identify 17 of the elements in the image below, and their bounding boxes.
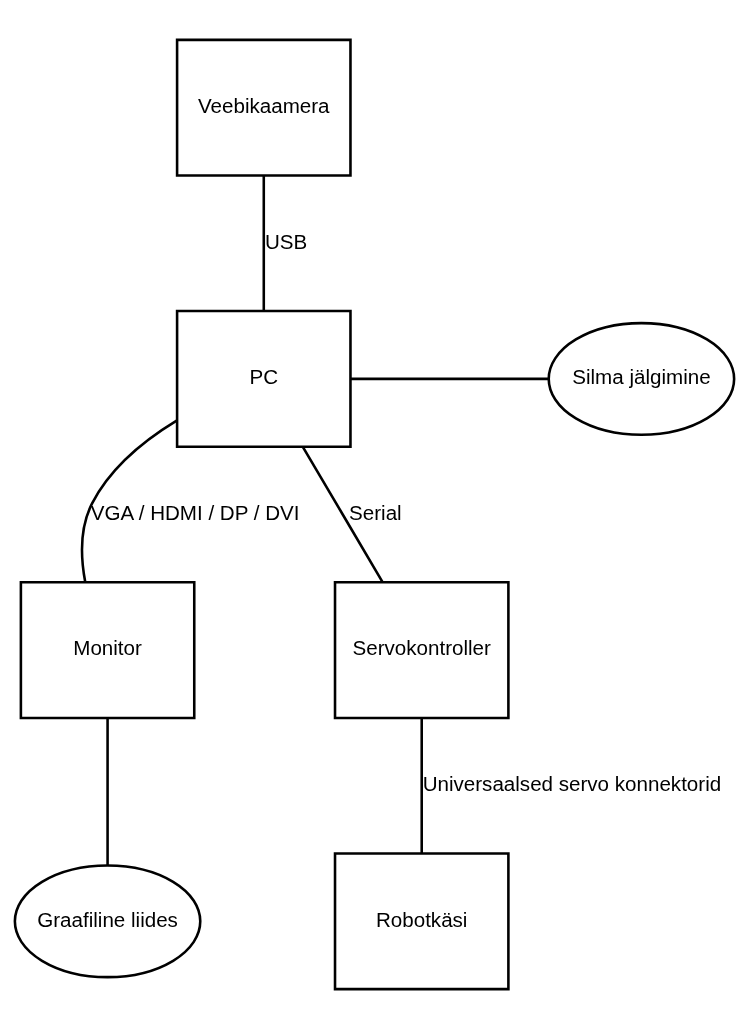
edge-label: VGA / HDMI / DP / DVI [90, 500, 300, 524]
connector [350, 377, 549, 380]
node-box: Robotkäsi [333, 851, 510, 990]
node-ellipse: Silma jälgimine [547, 321, 736, 436]
edge-label: USB [264, 229, 308, 253]
edge-label: Serial [349, 500, 402, 524]
node-box: Servokontroller [333, 580, 510, 719]
node-box: PC [175, 309, 352, 448]
connector [80, 418, 178, 582]
connector [420, 717, 423, 853]
connector [301, 445, 384, 583]
node-box: Monitor [19, 580, 196, 719]
connector [262, 175, 266, 311]
connector [106, 717, 109, 865]
node-box: Veebikaamera [175, 38, 352, 177]
node-ellipse: Graafiline liides [13, 863, 202, 978]
edge-label: Universaalsed servo konnektorid [422, 771, 722, 795]
